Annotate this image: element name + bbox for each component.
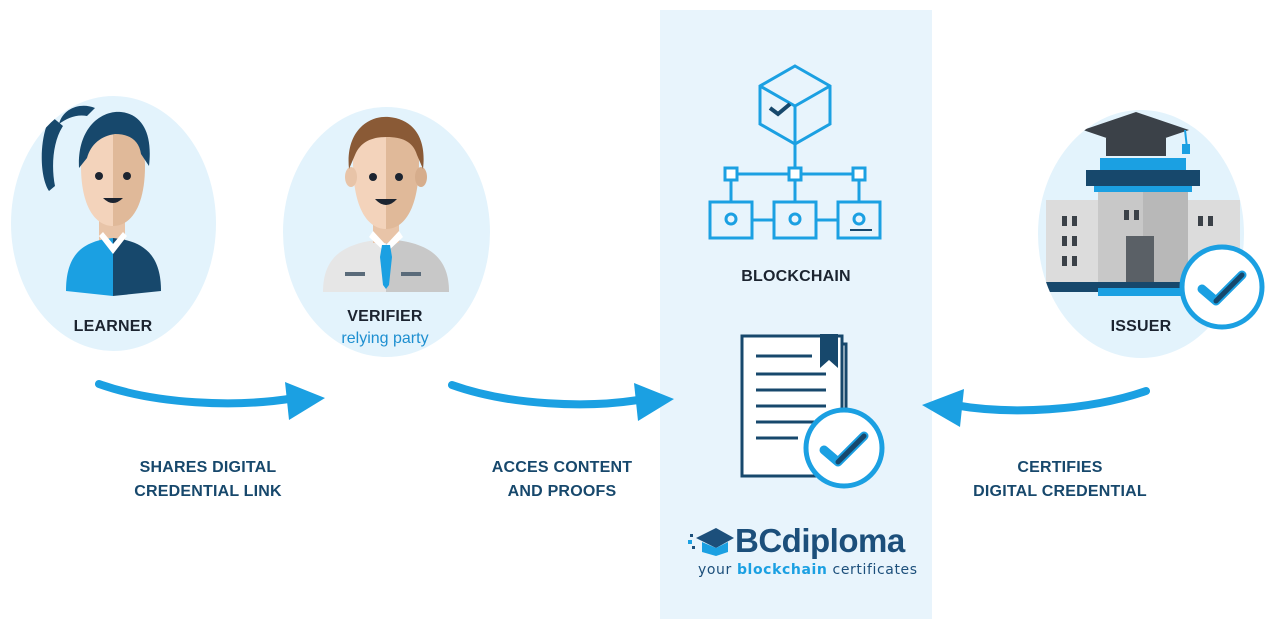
verifier-avatar	[323, 116, 449, 292]
access-arrow	[448, 381, 674, 421]
verifier-sublabel: relying party	[341, 330, 429, 347]
graduation-cap-icon	[1083, 112, 1190, 156]
bcdiploma-brand: BCdiploma your blockchain certificates	[688, 520, 918, 580]
certify-caption: CERTIFIES DIGITAL CREDENTIAL	[950, 456, 1170, 504]
brand-tagline-highlight: blockchain	[736, 562, 828, 578]
certify-arrow	[922, 387, 1150, 427]
issuer-label: ISSUER	[1110, 318, 1172, 335]
access-caption: ACCES CONTENT AND PROOFS	[462, 456, 662, 504]
brand-tagline: your blockchain certificates	[698, 562, 918, 578]
bcdiploma-logo-icon	[688, 528, 734, 556]
share-caption-line1: SHARES DIGITAL	[139, 459, 277, 476]
learner-avatar	[41, 105, 161, 296]
share-caption-line2: CREDENTIAL LINK	[134, 483, 282, 500]
blockchain-network-icon	[700, 62, 890, 246]
verifier-label: VERIFIER	[347, 308, 423, 325]
brand-name-bc: BC	[735, 522, 782, 559]
check-badge-icon	[1178, 243, 1266, 331]
brand-tagline-suffix: certificates	[827, 562, 918, 578]
brand-tagline-prefix: your	[698, 562, 737, 578]
share-arrow	[95, 380, 325, 420]
certify-caption-line2: DIGITAL CREDENTIAL	[973, 483, 1147, 500]
access-caption-line1: ACCES CONTENT	[491, 459, 633, 476]
learner-circle	[11, 96, 216, 351]
verifier-circle	[283, 107, 490, 357]
access-caption-line2: AND PROOFS	[507, 483, 617, 500]
blockchain-label: BLOCKCHAIN	[741, 268, 851, 285]
certify-caption-line1: CERTIFIES	[1017, 459, 1103, 476]
brand-name: BCdiploma	[735, 522, 905, 560]
certificate-document-icon	[738, 332, 888, 492]
brand-name-diploma: diploma	[781, 522, 906, 559]
learner-label: LEARNER	[73, 318, 153, 335]
share-caption: SHARES DIGITAL CREDENTIAL LINK	[108, 456, 308, 504]
